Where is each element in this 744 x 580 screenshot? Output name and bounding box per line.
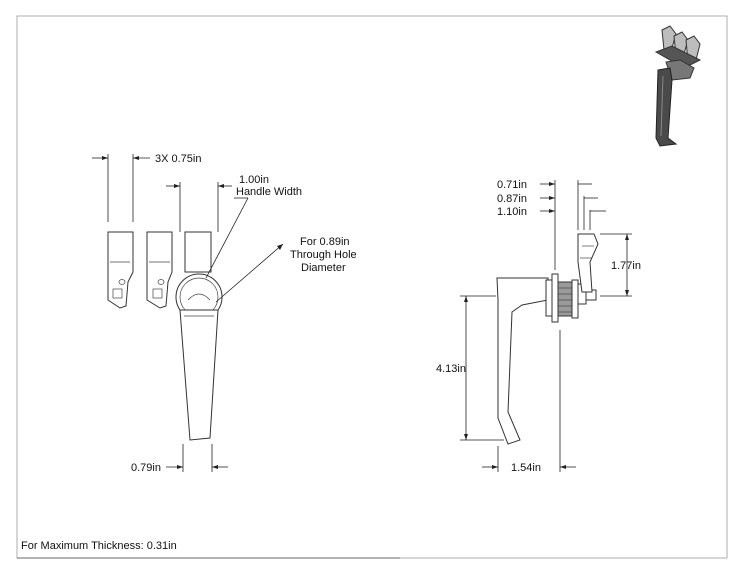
handle-width-dimension <box>166 182 249 279</box>
cam-height-label: 1.77in <box>611 260 641 272</box>
handle-front-view <box>175 273 223 441</box>
cam-width-dimension <box>92 154 150 222</box>
max-thickness-note: For Maximum Thickness: 0.31in <box>21 540 177 552</box>
handle-length-label: 4.13in <box>436 363 466 375</box>
side-dim-087: 0.87in <box>497 193 527 205</box>
handle-length-dimension <box>460 295 504 441</box>
isometric-thumbnail <box>654 25 702 147</box>
base-width-dimension <box>166 444 228 472</box>
through-hole-leader <box>215 243 284 303</box>
handle-width-label: Handle Width <box>236 186 302 198</box>
handle-side-view <box>496 233 599 445</box>
handle-depth-dimension <box>482 330 576 472</box>
handle-depth-label: 1.54in <box>511 462 541 474</box>
base-width-label: 0.79in <box>131 462 161 474</box>
side-dim-071: 0.71in <box>497 179 527 191</box>
side-offset-dimensions <box>540 180 606 270</box>
cam-middle <box>146 231 173 309</box>
cam-dim-label: 3X 0.75in <box>155 153 201 165</box>
side-dim-110: 1.10in <box>497 206 527 218</box>
hole-label-line2: Through Hole <box>290 249 357 261</box>
hole-label-line1: For 0.89in <box>300 236 350 248</box>
cam-left <box>107 231 134 309</box>
handle-width-value: 1.00in <box>239 174 269 186</box>
hole-label-line3: Diameter <box>301 262 346 274</box>
cam-height-dimension <box>600 233 632 297</box>
cam-right <box>184 231 212 273</box>
